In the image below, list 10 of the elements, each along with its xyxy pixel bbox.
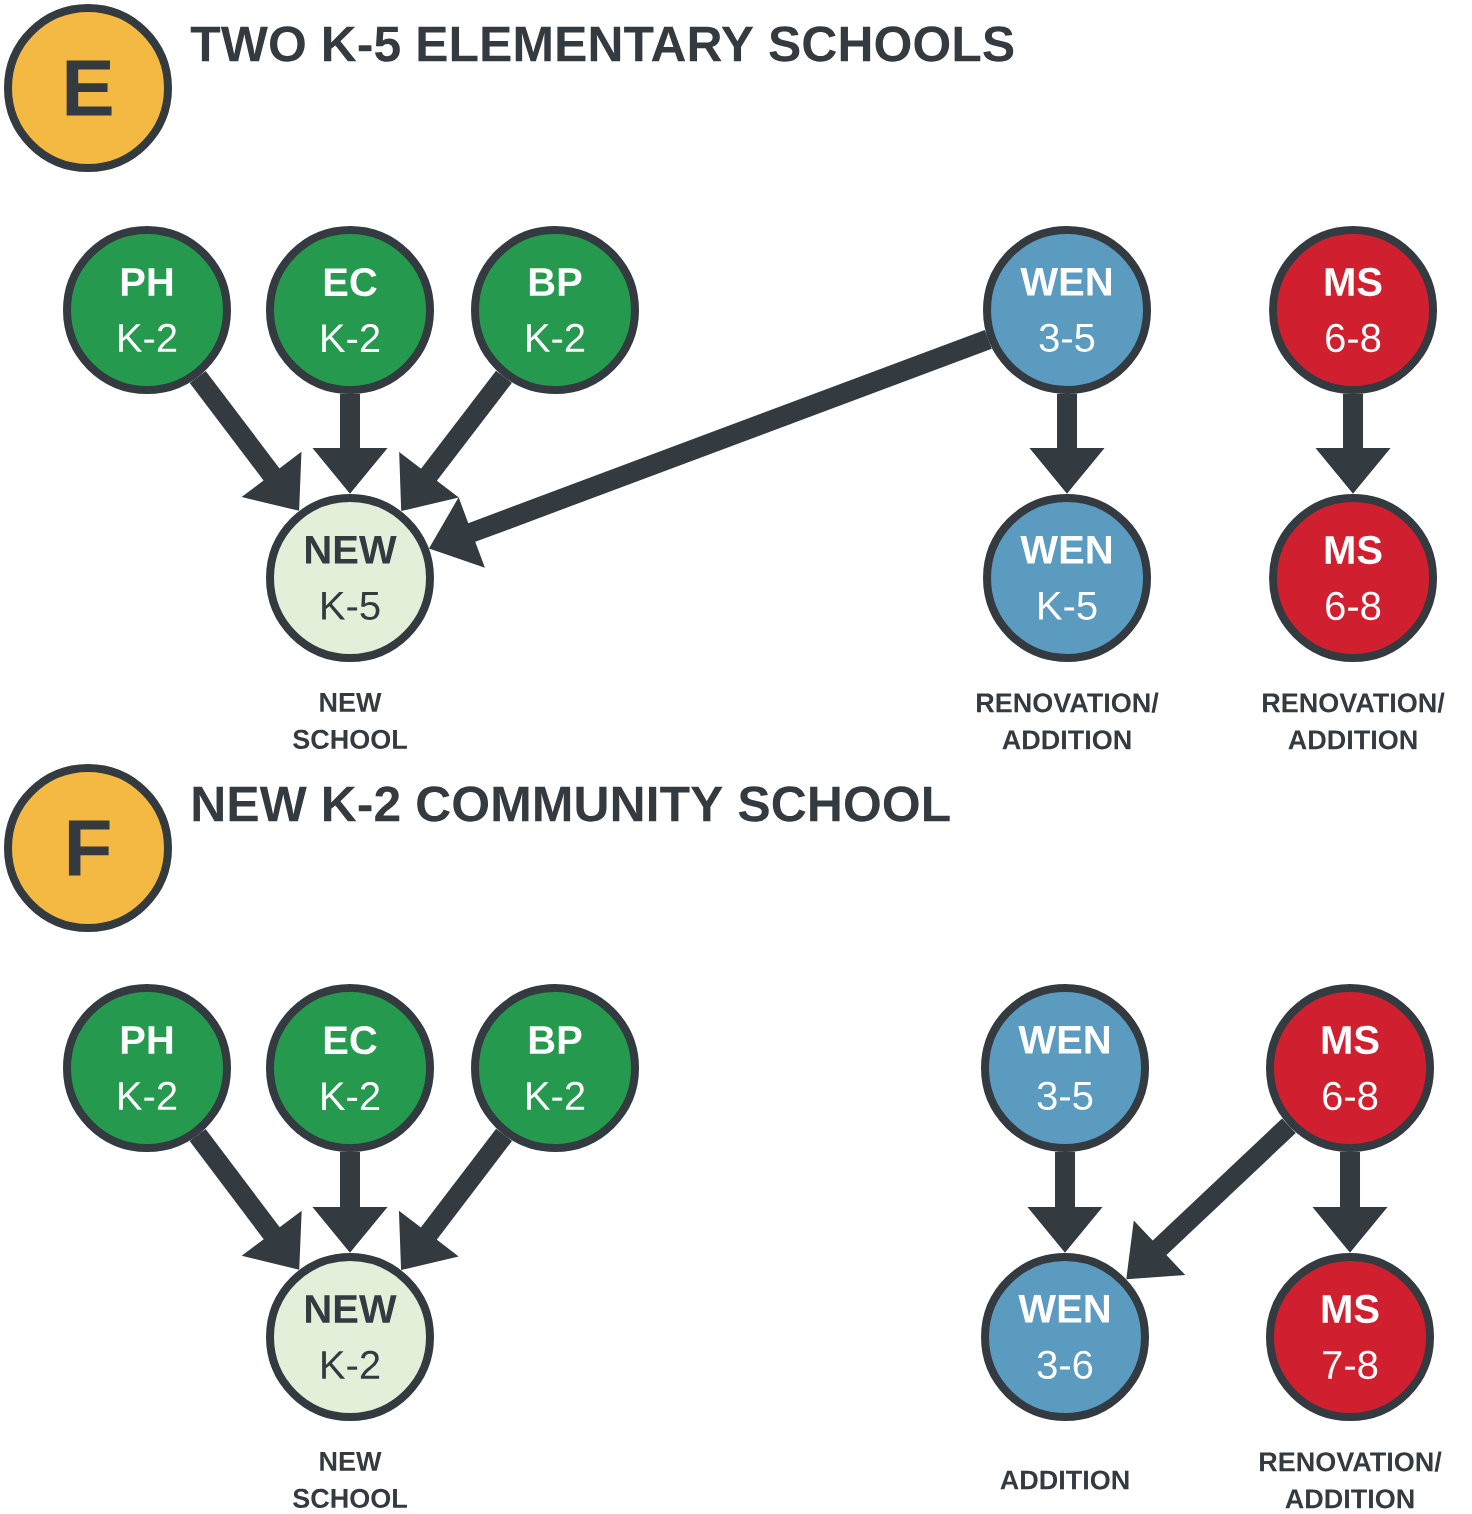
letter-badge: E <box>4 4 172 172</box>
node-label: NEW SCHOOL <box>293 693 407 749</box>
node-label: RENOVATION/ ADDITION <box>1260 1451 1442 1509</box>
node-label: RENOVATION/ ADDITION <box>977 692 1159 750</box>
section-title: TWO K-5 ELEMENTARY SCHOOLS <box>190 26 1014 62</box>
node-label: RENOVATION/ ADDITION <box>1263 692 1445 750</box>
section-title: NEW K-2 COMMUNITY SCHOOL <box>193 786 950 822</box>
node-label: NEW SCHOOL <box>293 1452 407 1508</box>
letter-badge: F <box>4 764 172 932</box>
node-label: ADDITION <box>1000 1470 1129 1490</box>
